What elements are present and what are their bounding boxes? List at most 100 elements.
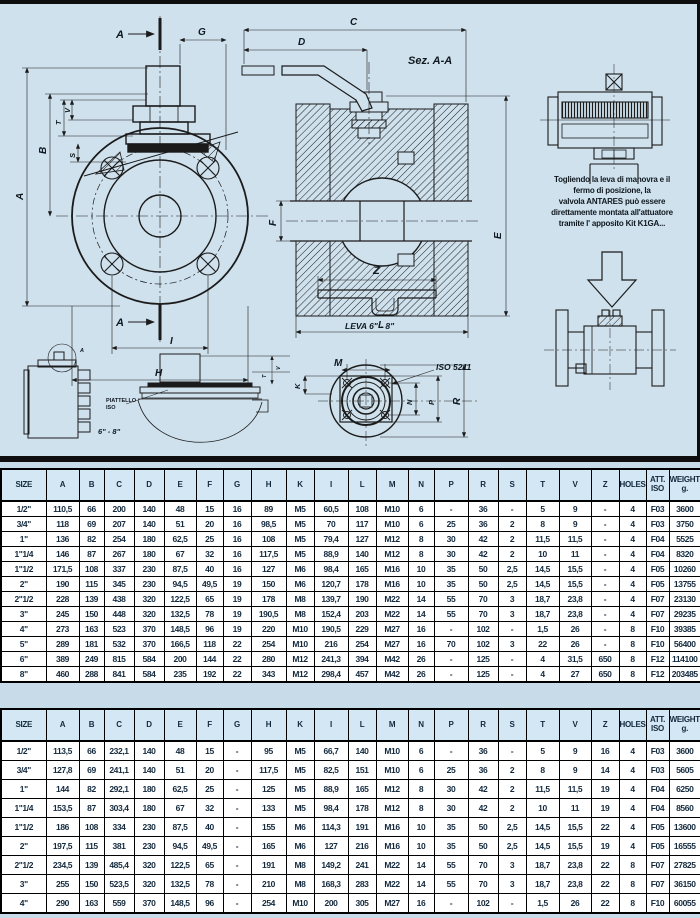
value-cell: 70 bbox=[467, 606, 499, 622]
piattello-label-line1: PIATTELLO bbox=[106, 398, 137, 404]
value-cell: 67 bbox=[163, 546, 197, 562]
value-cell: 19 bbox=[222, 621, 252, 637]
value-cell: 241,1 bbox=[103, 760, 135, 780]
value-cell: F03 bbox=[645, 516, 670, 532]
value-cell: F05 bbox=[645, 817, 670, 837]
value-cell: 102 bbox=[467, 621, 499, 637]
value-cell: 108 bbox=[347, 500, 377, 517]
dim-L: L bbox=[378, 320, 384, 331]
value-cell: 305 bbox=[347, 893, 377, 914]
dim-F: F bbox=[268, 219, 279, 226]
value-cell: 245 bbox=[45, 606, 80, 622]
value-cell: M8 bbox=[285, 606, 315, 622]
column-header: M bbox=[375, 708, 409, 742]
value-cell: 20 bbox=[195, 516, 224, 532]
value-cell: 4 bbox=[618, 760, 647, 780]
section-title: Sez. A-A bbox=[408, 55, 452, 67]
value-cell: 200 bbox=[163, 651, 197, 667]
value-cell: 280 bbox=[250, 651, 287, 667]
value-cell: 8 bbox=[618, 893, 647, 914]
value-cell: 6 bbox=[407, 500, 435, 517]
value-cell: 60055 bbox=[668, 893, 700, 914]
value-cell: 136 bbox=[45, 531, 80, 547]
value-cell: 115 bbox=[78, 576, 105, 592]
value-cell: 155 bbox=[250, 817, 287, 837]
value-cell: 4 bbox=[618, 561, 647, 577]
column-header: I bbox=[313, 708, 349, 742]
value-cell: 23,8 bbox=[558, 855, 592, 875]
size-cell: 5" bbox=[0, 636, 47, 652]
value-cell: M12 bbox=[285, 666, 315, 683]
value-cell: 118 bbox=[45, 516, 80, 532]
size-cell: 1"1/2 bbox=[0, 817, 47, 837]
value-cell: 15,5 bbox=[558, 817, 592, 837]
column-header: A bbox=[45, 708, 80, 742]
value-cell: 15 bbox=[195, 740, 224, 761]
value-cell: 2,5 bbox=[497, 836, 527, 856]
section-letter-top: A bbox=[115, 29, 124, 41]
value-cell: F10 bbox=[645, 621, 670, 637]
value-cell: 197,5 bbox=[45, 836, 80, 856]
value-cell: 48 bbox=[163, 740, 197, 761]
value-cell: - bbox=[590, 621, 620, 637]
value-cell: 96 bbox=[195, 893, 224, 914]
value-cell: 485,4 bbox=[103, 855, 135, 875]
value-cell: 56400 bbox=[668, 636, 700, 652]
value-cell: F05 bbox=[645, 576, 670, 592]
value-cell: 70 bbox=[467, 874, 499, 894]
value-cell: 345 bbox=[103, 576, 135, 592]
value-cell: 110,5 bbox=[45, 500, 80, 517]
size-cell: 2"1/2 bbox=[0, 591, 47, 607]
value-cell: 23,8 bbox=[558, 874, 592, 894]
value-cell: 42 bbox=[467, 798, 499, 818]
value-cell: - bbox=[497, 893, 527, 914]
value-cell: 283 bbox=[347, 874, 377, 894]
value-cell: 35 bbox=[433, 836, 469, 856]
size-cell: 3/4" bbox=[0, 760, 47, 780]
note-line-1: Togliendo la leva di manovra e il bbox=[554, 175, 670, 184]
actuator-view bbox=[540, 64, 670, 184]
value-cell: 370 bbox=[133, 893, 165, 914]
dim-B: B bbox=[38, 147, 49, 154]
column-header: HOLES bbox=[618, 468, 647, 502]
column-header: F bbox=[195, 708, 224, 742]
valve-drawing: A A A B V T S G I H bbox=[15, 4, 700, 456]
value-cell: 273 bbox=[45, 621, 80, 637]
value-cell: 98,5 bbox=[250, 516, 287, 532]
value-cell: 200 bbox=[103, 500, 135, 517]
value-cell: 230 bbox=[133, 836, 165, 856]
value-cell: M10 bbox=[285, 621, 315, 637]
value-cell: 532 bbox=[103, 636, 135, 652]
value-cell: 650 bbox=[590, 651, 620, 667]
value-cell: M22 bbox=[375, 855, 409, 875]
value-cell: F03 bbox=[645, 500, 670, 517]
value-cell: 841 bbox=[103, 666, 135, 683]
size-cell: 2" bbox=[0, 836, 47, 856]
value-cell: 22 bbox=[222, 651, 252, 667]
value-cell: M12 bbox=[375, 546, 409, 562]
value-cell: M42 bbox=[375, 651, 409, 667]
note-line-3: valvola ANTARES può essere bbox=[559, 197, 666, 206]
value-cell: F07 bbox=[645, 591, 670, 607]
value-cell: 117 bbox=[347, 516, 377, 532]
size-range-label: 6" - 8" bbox=[98, 427, 121, 436]
lever-view: Z LEVA 6" - 8" bbox=[317, 265, 437, 331]
value-cell: 180 bbox=[133, 546, 165, 562]
value-cell: - bbox=[590, 606, 620, 622]
value-cell: 4 bbox=[525, 666, 560, 683]
value-cell: 10 bbox=[407, 576, 435, 592]
value-cell: 87,5 bbox=[163, 561, 197, 577]
value-cell: M5 bbox=[285, 760, 315, 780]
dim-S: S bbox=[68, 153, 77, 158]
value-cell: 298,4 bbox=[313, 666, 349, 683]
value-cell: 815 bbox=[103, 651, 135, 667]
value-cell: 18,7 bbox=[525, 855, 560, 875]
value-cell: 163 bbox=[78, 893, 105, 914]
dim-E: E bbox=[493, 232, 504, 239]
size-cell: 1" bbox=[0, 779, 47, 799]
